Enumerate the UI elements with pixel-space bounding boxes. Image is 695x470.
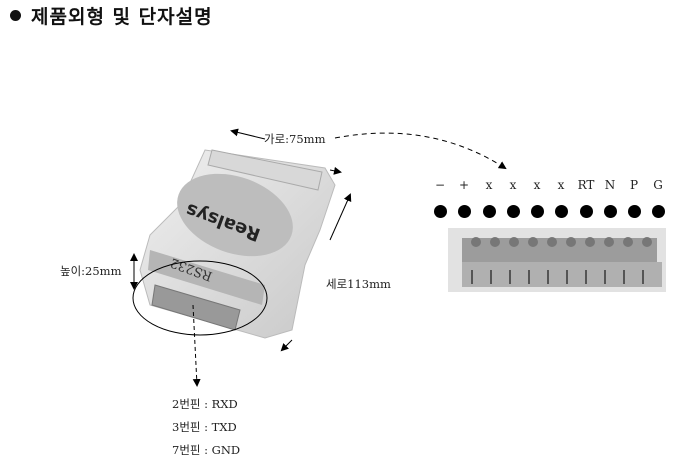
pin-signal: : GND [204,443,241,457]
terminal-dot-icon [628,205,641,218]
length-dimension-label: 세로113mm [326,277,391,291]
terminal-dot-icon [531,205,544,218]
terminal-dot-icon [507,205,520,218]
bullet-icon [10,10,21,21]
terminal-label: + [458,178,470,192]
width-arrow-end [329,166,342,175]
width-dimension-label: 가로:75mm [264,132,326,146]
terminal-label: RT [577,178,595,192]
terminal-dot-icon [458,205,471,218]
terminal-dot-icon [483,205,496,218]
width-arrow [230,128,266,140]
terminal-dot-icon [434,205,447,218]
terminal-dot-icon [580,205,593,218]
terminal-label: − [434,178,446,192]
terminal-dot-icon [555,205,568,218]
section-title-text: 제품외형 및 단자설명 [31,6,213,28]
length-arrow [329,193,352,241]
pin-description: 3번핀 : TXD [172,419,237,435]
terminal-label: G [653,178,663,192]
pin-description: 2번핀 : RXD [172,396,238,412]
pin-number: 7번핀 [172,443,201,457]
terminal-label: N [604,178,616,192]
pin-signal: : TXD [204,420,237,434]
pin-number: 3번핀 [172,420,201,434]
terminal-label: x [485,178,493,192]
converter-device-image: RS232 Realsys [139,149,336,339]
terminal-label: x [509,178,517,192]
terminal-block-image [448,228,666,292]
terminal-connector-line [334,132,507,170]
terminal-label: x [557,178,565,192]
pin-connector-line [192,304,201,387]
terminal-label: x [533,178,541,192]
terminal-label: P [629,178,639,192]
port-highlight-ellipse [132,260,268,336]
length-arrow-end [280,339,293,352]
terminal-dot-icon [604,205,617,218]
pin-number: 2번핀 [172,397,201,411]
section-title: 제품외형 및 단자설명 [10,2,213,29]
height-dimension-label: 높이:25mm [60,264,122,278]
pin-signal: : RXD [204,397,238,411]
terminal-dot-icon [652,205,665,218]
pin-description: 7번핀 : GND [172,442,240,458]
